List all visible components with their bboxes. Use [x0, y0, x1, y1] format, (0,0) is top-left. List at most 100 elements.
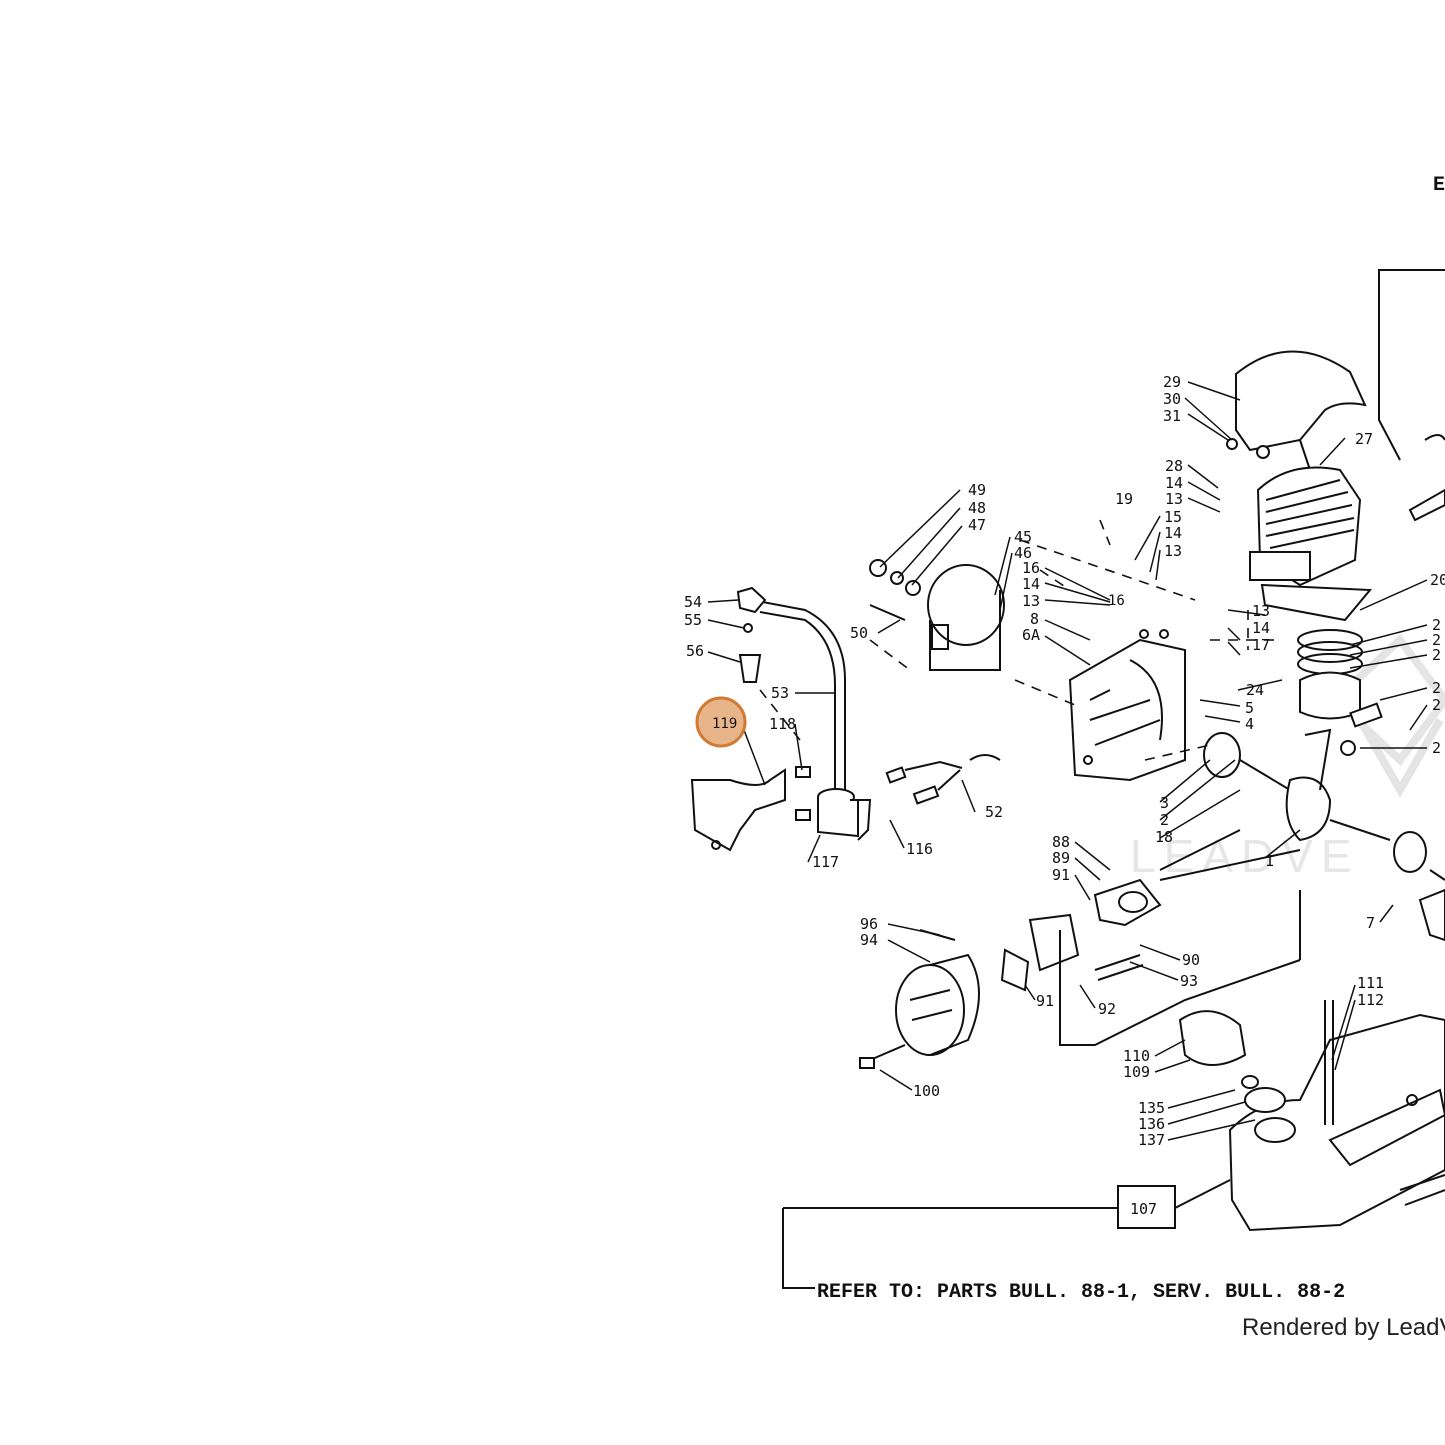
part-label: 14 [1252, 619, 1270, 637]
labels-ignition-group: 54 55 56 53 118 52 116 117 [684, 593, 1003, 871]
labels-fuel-group: 111 112 110 109 135 136 137 107 [1123, 974, 1384, 1218]
part-label: 89 [1052, 849, 1070, 867]
part-label: 48 [968, 499, 986, 517]
part-label: 14 [1164, 524, 1182, 542]
part-label: 56 [686, 642, 704, 660]
part-label: 2 [1432, 646, 1441, 664]
part-label: 13 [1164, 542, 1182, 560]
watermark-logo [1329, 634, 1445, 799]
crankshaft [1203, 728, 1445, 881]
part-label: 107 [1130, 1200, 1157, 1218]
part-label: 47 [968, 516, 986, 534]
part-label: 18 [1155, 828, 1173, 846]
part-label: 137 [1138, 1131, 1165, 1149]
part-label: 2 [1432, 696, 1441, 714]
part-box-107 [1117, 1185, 1176, 1229]
part-label: 111 [1357, 974, 1384, 992]
leader-lines [707, 381, 1428, 1141]
part-label: 13 [1252, 602, 1270, 620]
part-label: 49 [968, 481, 986, 499]
part-label: 93 [1180, 972, 1198, 990]
part-label: 7 [1366, 914, 1375, 932]
part-label: 54 [684, 593, 702, 611]
part-label: 117 [812, 853, 839, 871]
carb-group-lines [1059, 829, 1301, 1046]
labels-crank-group: 5 4 3 2 18 1 24 13 14 17 7 [1155, 602, 1375, 932]
part-label: 136 [1138, 1115, 1165, 1133]
part-label: 2 [1432, 616, 1441, 634]
highlight-label[interactable]: 119 [712, 716, 737, 732]
part-label: 91 [1036, 992, 1054, 1010]
part-label: 2 [1432, 739, 1441, 757]
part-label: 46 [1014, 544, 1032, 562]
part-label: 3 [1160, 794, 1169, 812]
part-label: 30 [1163, 390, 1181, 408]
cylinder-shroud [1226, 350, 1367, 471]
part-label: 29 [1163, 373, 1181, 391]
part-label: 14 [1022, 575, 1040, 593]
part-label: 13 [1022, 592, 1040, 610]
watermark-text: LEADVE [1130, 830, 1360, 882]
ignition-bracket [690, 768, 786, 852]
part-label: 17 [1252, 636, 1270, 654]
part-label: 24 [1246, 681, 1264, 699]
part-label: 2 [1432, 631, 1441, 649]
part-label: 8 [1030, 610, 1039, 628]
part-label: 96 [860, 915, 878, 933]
labels-carburetor-group: 88 89 91 90 93 92 91 96 94 100 [860, 833, 1200, 1100]
part-label: 92 [1098, 1000, 1116, 1018]
part-label: 53 [771, 684, 789, 702]
part-label: 112 [1357, 991, 1384, 1009]
part-label: 4 [1245, 715, 1254, 733]
part-label: 14 [1165, 474, 1183, 492]
part-label: 16 [1022, 559, 1040, 577]
part-label: 135 [1138, 1099, 1165, 1117]
part-label: 55 [684, 611, 702, 629]
part-label: 100 [913, 1082, 940, 1100]
part-label: 20 [1430, 571, 1445, 589]
header-fragment: E [1433, 174, 1445, 197]
part-label: 110 [1123, 1047, 1150, 1065]
flywheel-housing [869, 559, 1005, 671]
cylinder-head [1249, 466, 1373, 622]
part-label: 2 [1432, 679, 1441, 697]
piston-assembly [1297, 629, 1383, 756]
wire-connector [885, 754, 1001, 805]
part-label: 16 [1108, 593, 1125, 609]
part-label: 27 [1355, 430, 1373, 448]
part-label: 31 [1163, 407, 1181, 425]
labels-flywheel-group: 49 48 47 45 46 50 [850, 481, 1032, 642]
ignition-lead [736, 586, 846, 790]
frame-lines [782, 269, 1445, 1289]
highlight-hotspot-119[interactable]: 119 [695, 696, 747, 748]
right-partial-parts [1408, 434, 1445, 942]
part-label: 15 [1164, 508, 1182, 526]
part-label: 13 [1165, 490, 1183, 508]
part-label: 52 [985, 803, 1003, 821]
part-label: 91 [1052, 866, 1070, 884]
ignition-coil [795, 766, 872, 841]
carburetor [1000, 878, 1162, 992]
part-label: 116 [906, 840, 933, 858]
part-label: 28 [1165, 457, 1183, 475]
part-label: 19 [1115, 490, 1133, 508]
highlight-circle[interactable] [695, 696, 747, 748]
air-filter [859, 929, 980, 1069]
part-label: 6A [1022, 626, 1040, 644]
refer-text: REFER TO: PARTS BULL. 88-1, SERV. BULL. … [817, 1281, 1345, 1304]
part-label: 1 [1265, 852, 1274, 870]
part-label: 88 [1052, 833, 1070, 851]
fuel-tank [1178, 1000, 1445, 1232]
part-label: 50 [850, 624, 868, 642]
labels-cylinder-group: 29 30 31 27 28 14 13 15 14 13 19 16 14 1… [1022, 373, 1373, 644]
part-label: 118 [769, 715, 796, 733]
part-label: 5 [1245, 699, 1254, 717]
part-label: 94 [860, 931, 878, 949]
part-label: 2 [1160, 811, 1169, 829]
rendered-by-credit: Rendered by LeadVe [1242, 1314, 1445, 1341]
part-label: 109 [1123, 1063, 1150, 1081]
crankcase [1068, 629, 1186, 782]
labels-right-edge: 20 2 2 2 2 2 2 [1430, 571, 1445, 757]
